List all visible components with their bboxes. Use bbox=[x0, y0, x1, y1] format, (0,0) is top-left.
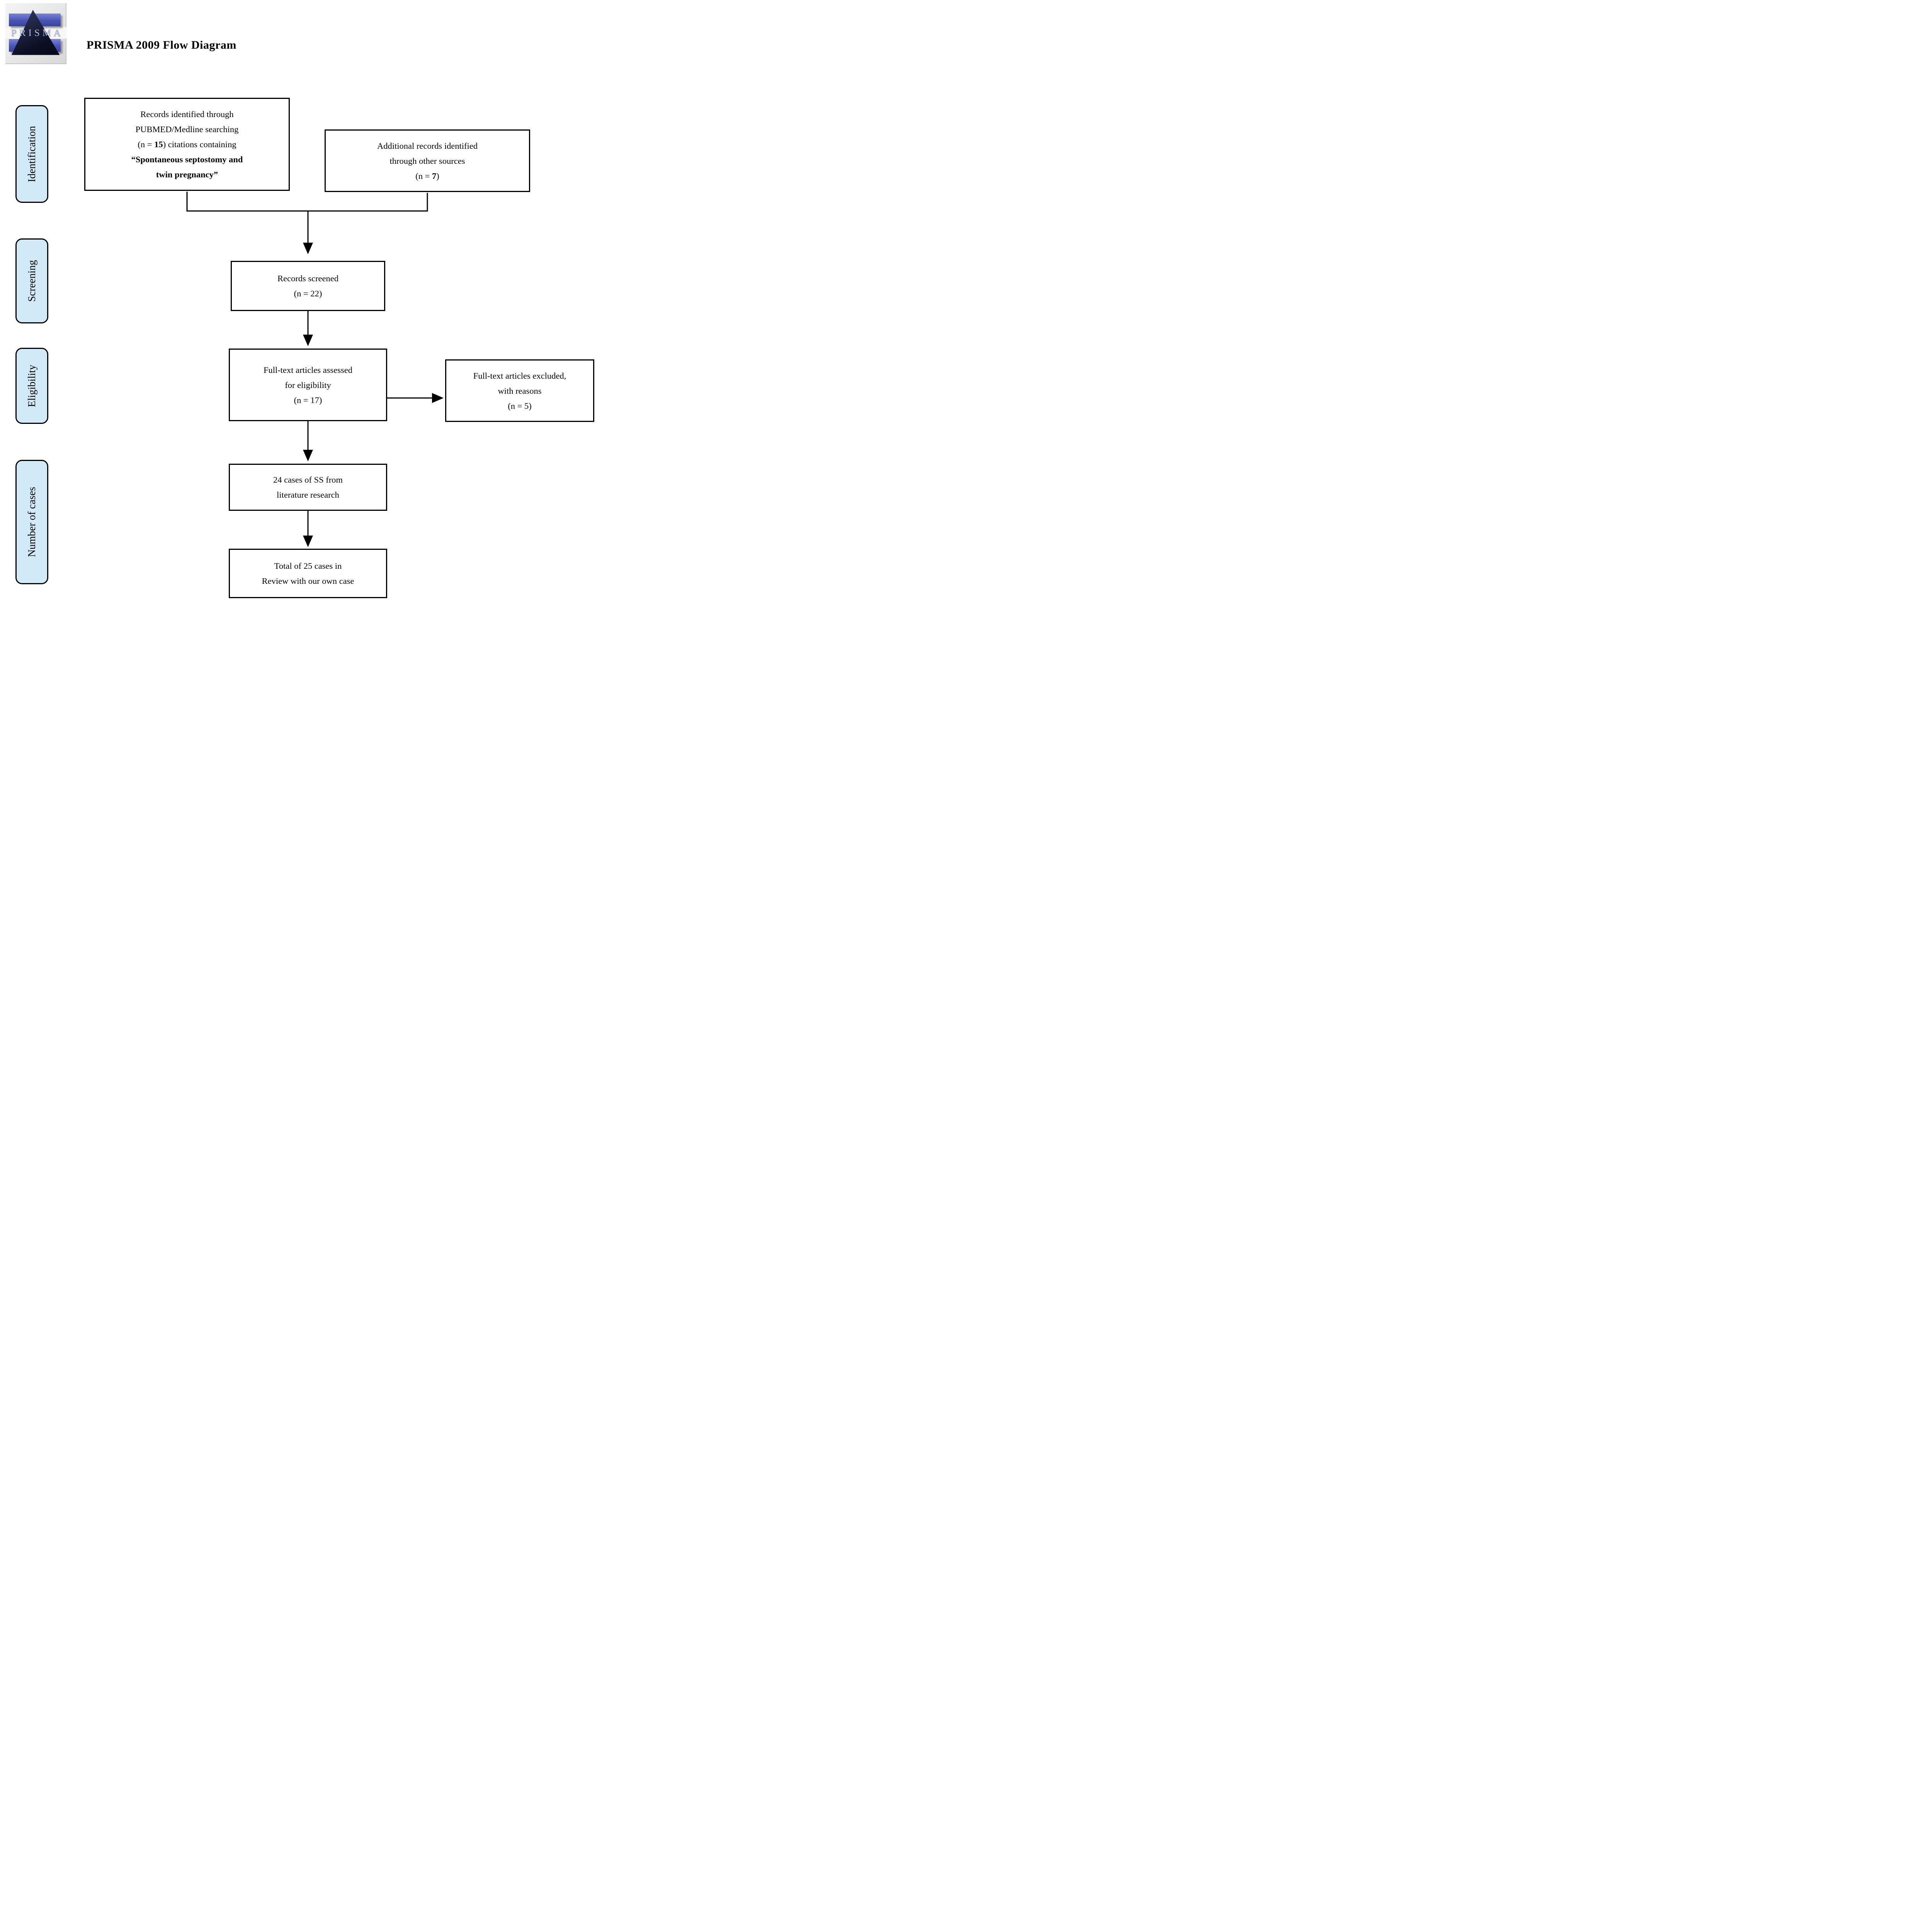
records-identified-line5: twin pregnancy” bbox=[156, 170, 218, 179]
box-total-cases: Total of 25 cases in Review with our own… bbox=[229, 549, 387, 598]
merge-connector bbox=[186, 192, 428, 254]
cases-literature-line2: literature research bbox=[277, 490, 339, 500]
arrow-screened-to-fulltext bbox=[303, 311, 313, 346]
arrow-fulltext-to-cases bbox=[303, 421, 313, 461]
arrow-fulltext-to-excluded bbox=[387, 393, 444, 403]
stage-label-eligibility-text: Eligibility bbox=[26, 364, 37, 407]
box-additional-records: Additional records identified through ot… bbox=[325, 129, 530, 192]
additional-records-line1: Additional records identified bbox=[377, 141, 478, 151]
total-cases-line2: Review with our own case bbox=[262, 576, 354, 586]
cases-literature-line1: 24 cases of SS from bbox=[273, 475, 343, 485]
arrow-cases-to-total bbox=[303, 511, 313, 547]
box-cases-from-literature: 24 cases of SS from literature research bbox=[229, 464, 387, 511]
additional-records-line2: through other sources bbox=[389, 156, 465, 166]
records-identified-line1: Records identified through bbox=[140, 109, 234, 119]
prisma-logo: PRISMA bbox=[5, 3, 66, 64]
box-fulltext-assessed: Full-text articles assessed for eligibil… bbox=[229, 349, 387, 421]
box-records-identified: Records identified through PUBMED/Medlin… bbox=[84, 98, 290, 191]
stage-label-screening-text: Screening bbox=[26, 260, 37, 302]
fulltext-assessed-line3: (n = 17) bbox=[294, 395, 322, 405]
logo-wordmark: PRISMA bbox=[11, 28, 64, 38]
box-records-screened: Records screened (n = 22) bbox=[231, 261, 385, 311]
fulltext-excluded-line3: (n = 5) bbox=[508, 401, 532, 411]
records-identified-line2: PUBMED/Medline searching bbox=[135, 124, 239, 134]
fulltext-assessed-line1: Full-text articles assessed bbox=[264, 365, 352, 375]
records-identified-line4: “Spontaneous septostomy and bbox=[131, 155, 243, 164]
fulltext-excluded-line2: with reasons bbox=[498, 386, 542, 396]
fulltext-assessed-line2: for eligibility bbox=[285, 380, 331, 390]
additional-records-line3: (n = 7) bbox=[415, 171, 439, 181]
page-title: PRISMA 2009 Flow Diagram bbox=[87, 39, 236, 51]
total-cases-line1: Total of 25 cases in bbox=[274, 561, 342, 571]
stage-label-number-of-cases: Number of cases bbox=[15, 460, 48, 584]
stage-label-identification-text: Identification bbox=[26, 126, 37, 182]
stage-label-identification: Identification bbox=[15, 105, 48, 203]
records-screened-line2: (n = 22) bbox=[294, 289, 322, 298]
prisma-flow-diagram-page: PRISMA PRISMA 2009 Flow Diagram Identifi… bbox=[0, 0, 597, 600]
records-screened-line1: Records screened bbox=[277, 274, 339, 283]
box-fulltext-excluded: Full-text articles excluded, with reason… bbox=[445, 359, 594, 422]
stage-label-eligibility: Eligibility bbox=[15, 348, 48, 424]
stage-label-screening: Screening bbox=[15, 238, 48, 323]
records-identified-line3: (n = 15) citations containing bbox=[138, 139, 236, 149]
stage-label-number-of-cases-text: Number of cases bbox=[26, 487, 37, 557]
fulltext-excluded-line1: Full-text articles excluded, bbox=[473, 371, 566, 381]
